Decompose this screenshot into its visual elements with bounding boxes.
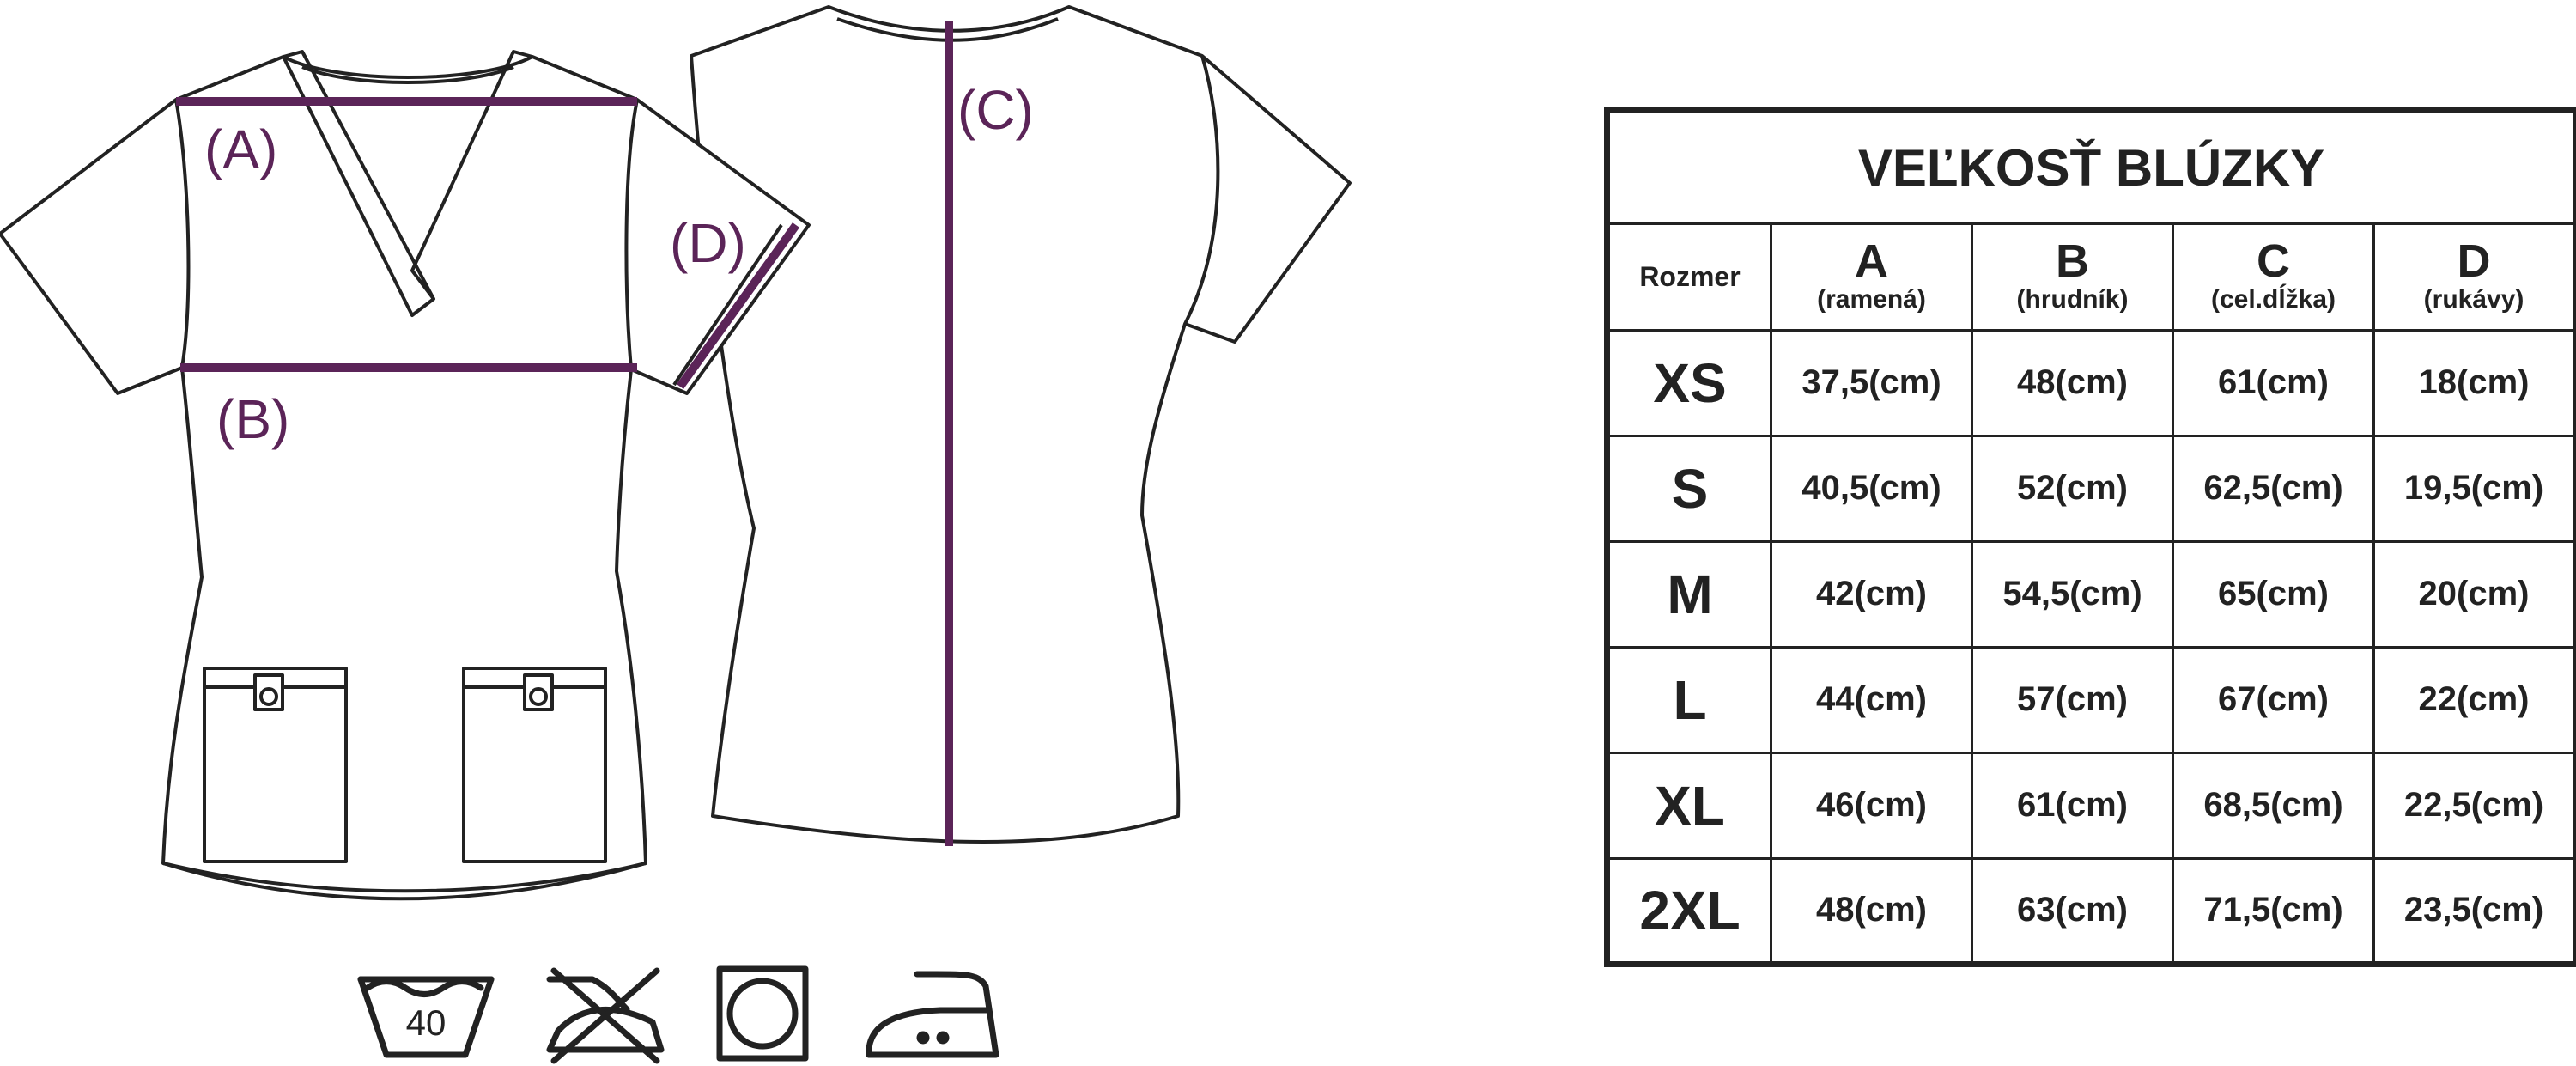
table-row: XS 37,5(cm) 48(cm) 61(cm) 18(cm) (1606, 328, 2576, 437)
right-sleeve-seam (624, 99, 639, 370)
size-cell: M (1606, 539, 1772, 649)
header-col-b: B (hrudník) (1971, 222, 2174, 332)
value-cell: 48(cm) (1971, 328, 2174, 437)
value-cell: 22(cm) (2372, 645, 2576, 754)
value-cell: 52(cm) (1971, 434, 2174, 543)
wash-temperature-text: 40 (406, 1002, 447, 1043)
value-cell: 61(cm) (2172, 328, 2375, 437)
left-pocket (203, 667, 348, 863)
header-letter: B (2056, 235, 2089, 288)
back-view (690, 5, 1352, 844)
left-sleeve-seam (174, 99, 191, 369)
value-cell: 48(cm) (1770, 856, 1973, 965)
table-row: M 42(cm) 54,5(cm) 65(cm) 20(cm) (1606, 539, 2576, 649)
value-cell: 67(cm) (2172, 645, 2375, 754)
value-cell: 42(cm) (1770, 539, 1973, 649)
care-symbols: 40 (357, 965, 999, 1064)
label-a: (A) (204, 119, 277, 180)
size-cell: XS (1606, 328, 1772, 437)
value-cell: 40,5(cm) (1770, 434, 1973, 543)
label-c: (C) (957, 79, 1034, 141)
front-collar (301, 65, 514, 84)
header-letter: A (1855, 235, 1888, 288)
value-cell: 68,5(cm) (2172, 751, 2375, 860)
value-cell: 44(cm) (1770, 645, 1973, 754)
header-subtitle: (cel.dĺžka) (2210, 285, 2336, 314)
table-row: L 44(cm) 57(cm) 67(cm) 22(cm) (1606, 645, 2576, 754)
front-body-outline (0, 55, 811, 901)
front-hem-band (162, 862, 647, 893)
value-cell: 61(cm) (1971, 751, 2174, 860)
back-body-outline (690, 5, 1352, 844)
value-cell: 19,5(cm) (2372, 434, 2576, 543)
header-subtitle: (rukávy) (2423, 285, 2524, 314)
value-cell: 71,5(cm) (2172, 856, 2375, 965)
header-col-c: C (cel.dĺžka) (2172, 222, 2375, 332)
header-col-d: D (rukávy) (2372, 222, 2576, 332)
do-not-tumble-dry-icon (546, 967, 665, 1064)
value-cell: 20(cm) (2372, 539, 2576, 649)
value-cell: 62,5(cm) (2172, 434, 2375, 543)
header-rozmer: Rozmer (1606, 222, 1772, 332)
header-letter: C (2257, 235, 2290, 288)
label-b: (B) (216, 388, 289, 450)
size-cell: XL (1606, 751, 1772, 860)
right-pocket (462, 667, 607, 863)
value-cell: 57(cm) (1971, 645, 2174, 754)
header-subtitle: (ramená) (1817, 285, 1926, 314)
header-subtitle: (hrudník) (2016, 285, 2129, 314)
size-cell: 2XL (1606, 856, 1772, 965)
wash-40-icon: 40 (357, 976, 495, 1058)
value-cell: 18(cm) (2372, 328, 2576, 437)
table-row: 2XL 48(cm) 63(cm) 71,5(cm) 23,5(cm) (1606, 856, 2576, 965)
table-title: VEĽKOSŤ BLÚZKY (1605, 109, 2576, 225)
sleeve-cuff-line (672, 223, 783, 387)
measure-line-d (676, 222, 800, 389)
value-cell: 65(cm) (2172, 539, 2375, 649)
dry-clean-icon (716, 965, 809, 1062)
value-cell: 54,5(cm) (1971, 539, 2174, 649)
size-table-body: VEĽKOSŤ BLÚZKY Rozmer A (ramená) B (hrud… (1605, 109, 2576, 965)
value-cell: 46(cm) (1770, 751, 1973, 860)
garment-diagram: (A) (B) (C) (D) 40 (0, 5, 1352, 1064)
header-letter: D (2457, 235, 2491, 288)
back-sleeve-seam (1183, 55, 1220, 325)
size-table: VEĽKOSŤ BLÚZKY Rozmer A (ramená) B (hrud… (1604, 107, 2576, 967)
table-row: S 40,5(cm) 52(cm) 62,5(cm) 19,5(cm) (1606, 434, 2576, 543)
value-cell: 23,5(cm) (2372, 856, 2576, 965)
value-cell: 22,5(cm) (2372, 751, 2576, 860)
value-cell: 37,5(cm) (1770, 328, 1973, 437)
label-d: (D) (670, 212, 746, 274)
measurement-lines (176, 21, 953, 846)
value-cell: 63(cm) (1971, 856, 2174, 965)
v-neck-right-band (410, 50, 533, 301)
header-col-a: A (ramená) (1770, 222, 1973, 332)
size-cell: L (1606, 645, 1772, 754)
size-cell: S (1606, 434, 1772, 543)
front-view (0, 50, 811, 901)
iron-medium-icon (866, 971, 999, 1058)
header-row: Rozmer A (ramená) B (hrudník) C (cel.dĺž… (1606, 222, 2576, 332)
table-row: XL 46(cm) 61(cm) 68,5(cm) 22,5(cm) (1606, 751, 2576, 860)
